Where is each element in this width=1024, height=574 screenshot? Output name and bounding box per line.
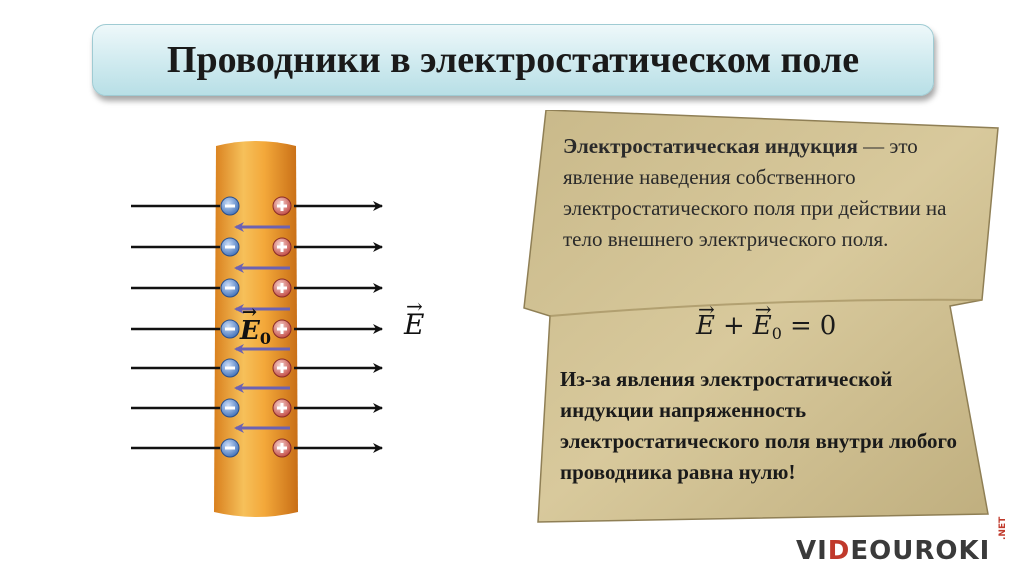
equation-external-field: E	[696, 311, 715, 341]
logo-suffix: .NET	[998, 516, 1008, 540]
videouroki-logo: VIDEOUROKI	[796, 536, 991, 566]
parchment-panel	[523, 110, 999, 523]
vector-arrow-icon: →	[242, 302, 258, 323]
negative-charge	[220, 196, 240, 216]
positive-charge	[272, 237, 292, 257]
negative-charge	[220, 237, 240, 257]
equation-rhs: 0	[819, 311, 837, 341]
positive-charge	[272, 358, 292, 378]
external-field-symbol: E	[404, 308, 425, 341]
equation-plus: +	[722, 311, 745, 341]
vector-arrow-icon: →	[754, 297, 772, 321]
positive-charge	[272, 319, 292, 339]
positive-charge	[272, 278, 292, 298]
field-lines-right	[294, 201, 383, 453]
equation-subscript: 0	[771, 324, 782, 343]
definition-body: — это явление наведения собственного эле…	[563, 134, 947, 251]
page-title: Проводники в электростатическом поле	[166, 39, 860, 81]
negative-charge	[220, 278, 240, 298]
equation-equals: =	[789, 311, 812, 341]
induced-field-label: →E0	[240, 302, 271, 348]
positive-charge	[272, 398, 292, 418]
definition-term: Электростатическая индукция	[563, 134, 858, 158]
title-banner: Проводники в электростатическом поле	[92, 24, 934, 96]
equation-induced-field: E	[752, 311, 772, 341]
negative-charge	[220, 358, 240, 378]
zero-field-equation: →E+→E0=0	[696, 297, 916, 343]
negative-charge	[220, 398, 240, 418]
positive-charge	[272, 438, 292, 458]
negative-charge	[220, 319, 240, 339]
external-field-label: →E	[404, 294, 425, 341]
definition-text: Электростатическая индукция — это явлени…	[563, 131, 973, 255]
induced-field-arrows	[234, 222, 290, 433]
negative-charges	[220, 196, 240, 458]
induced-field-subscript: 0	[259, 329, 271, 348]
positive-charges	[272, 196, 292, 458]
conclusion-text: Из-за явления электростатической индукци…	[560, 367, 958, 484]
induced-field-symbol: E	[240, 316, 260, 346]
vector-arrow-icon: →	[698, 297, 715, 321]
negative-charge	[220, 438, 240, 458]
vector-arrow-icon: →	[406, 294, 423, 318]
positive-charge	[272, 196, 292, 216]
field-lines-left	[131, 204, 220, 450]
